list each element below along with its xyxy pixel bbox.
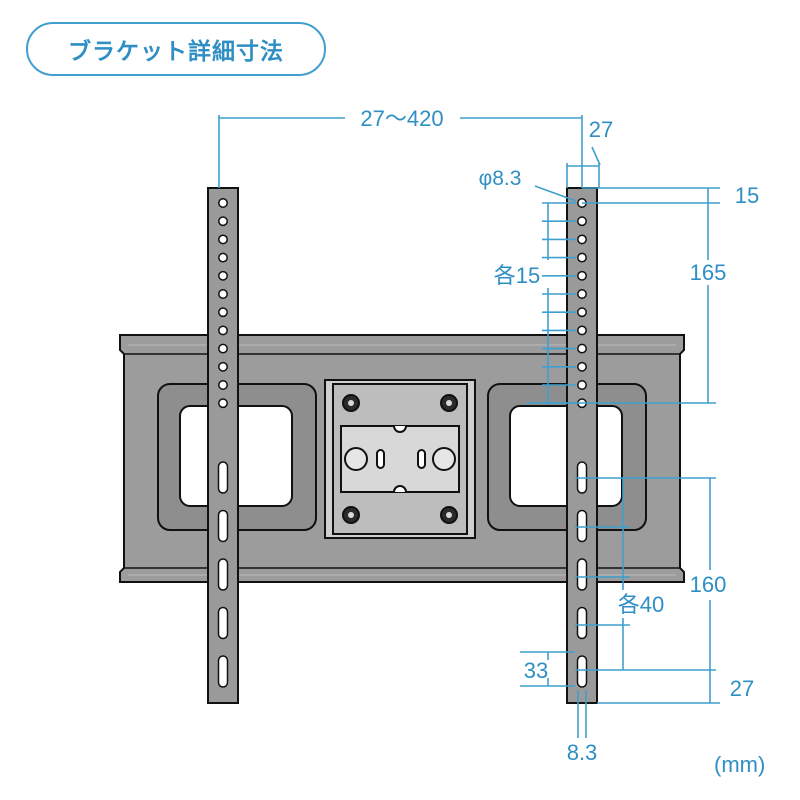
arm-right-hole <box>577 234 587 245</box>
label-hole-pitch: 各15 <box>494 263 540 288</box>
arm-left-hole <box>218 325 228 336</box>
arm-left-hole <box>218 361 228 372</box>
label-bottom-offset: 27 <box>730 676 754 701</box>
arm-right-slot <box>576 606 588 640</box>
arm-left-hole <box>218 343 228 354</box>
arm-left-hole <box>218 398 228 409</box>
arm-left-hole <box>218 252 228 263</box>
arm-left-hole <box>218 270 228 281</box>
label-slot-span: 160 <box>690 572 727 597</box>
label-slot-width: 8.3 <box>567 740 598 765</box>
arm-right-hole <box>577 289 587 299</box>
title-badge: ブラケット詳細寸法 <box>26 22 326 76</box>
unit-label: (mm) <box>714 752 766 777</box>
arm-left-hole <box>218 234 228 245</box>
arm-right-slot <box>576 509 588 543</box>
hole-pitch-ticks <box>542 202 576 405</box>
label-hole-diameter: φ8.3 <box>479 167 522 190</box>
label-slot-length: 33 <box>524 658 548 683</box>
dimension-lines <box>218 115 720 738</box>
arm-left-slot <box>217 461 229 494</box>
dimension-labels: 27〜420 27 φ8.3 15 各15 165 各40 160 33 27 … <box>360 106 759 765</box>
arm-left <box>207 187 239 704</box>
arm-right-hole <box>577 361 587 372</box>
arm-left-slot <box>217 509 229 543</box>
arm-left-hole <box>218 307 228 318</box>
arm-left-slot <box>217 558 229 591</box>
arm-left-slots <box>217 461 229 688</box>
arm-left-slot <box>217 606 229 640</box>
label-arm-width: 27 <box>589 117 613 142</box>
arm-right-slots <box>576 461 588 688</box>
arm-left-hole <box>218 216 228 227</box>
arm-left-slot <box>217 655 229 688</box>
arm-right-hole <box>577 325 587 336</box>
arm-right-hole <box>577 380 587 390</box>
label-arm-spacing: 27〜420 <box>360 106 443 131</box>
arm-right-slot <box>576 558 588 591</box>
center-mount <box>324 379 476 539</box>
arm-left-hole <box>218 380 228 390</box>
arm-right-hole <box>577 307 587 318</box>
page-title: ブラケット詳細寸法 <box>68 39 284 65</box>
arm-right-hole <box>577 216 587 227</box>
arm-right-hole <box>577 252 587 263</box>
label-slot-pitch: 各40 <box>618 592 664 617</box>
arm-left-holes <box>218 198 228 409</box>
arm-left-hole <box>218 289 228 299</box>
arm-right <box>566 187 598 704</box>
arm-right-slot <box>576 655 588 688</box>
label-top-offset: 15 <box>735 183 759 208</box>
label-hole-span: 165 <box>690 260 727 285</box>
arm-left-hole <box>218 198 228 208</box>
arm-right-hole <box>577 270 587 281</box>
arm-right-hole <box>577 343 587 354</box>
